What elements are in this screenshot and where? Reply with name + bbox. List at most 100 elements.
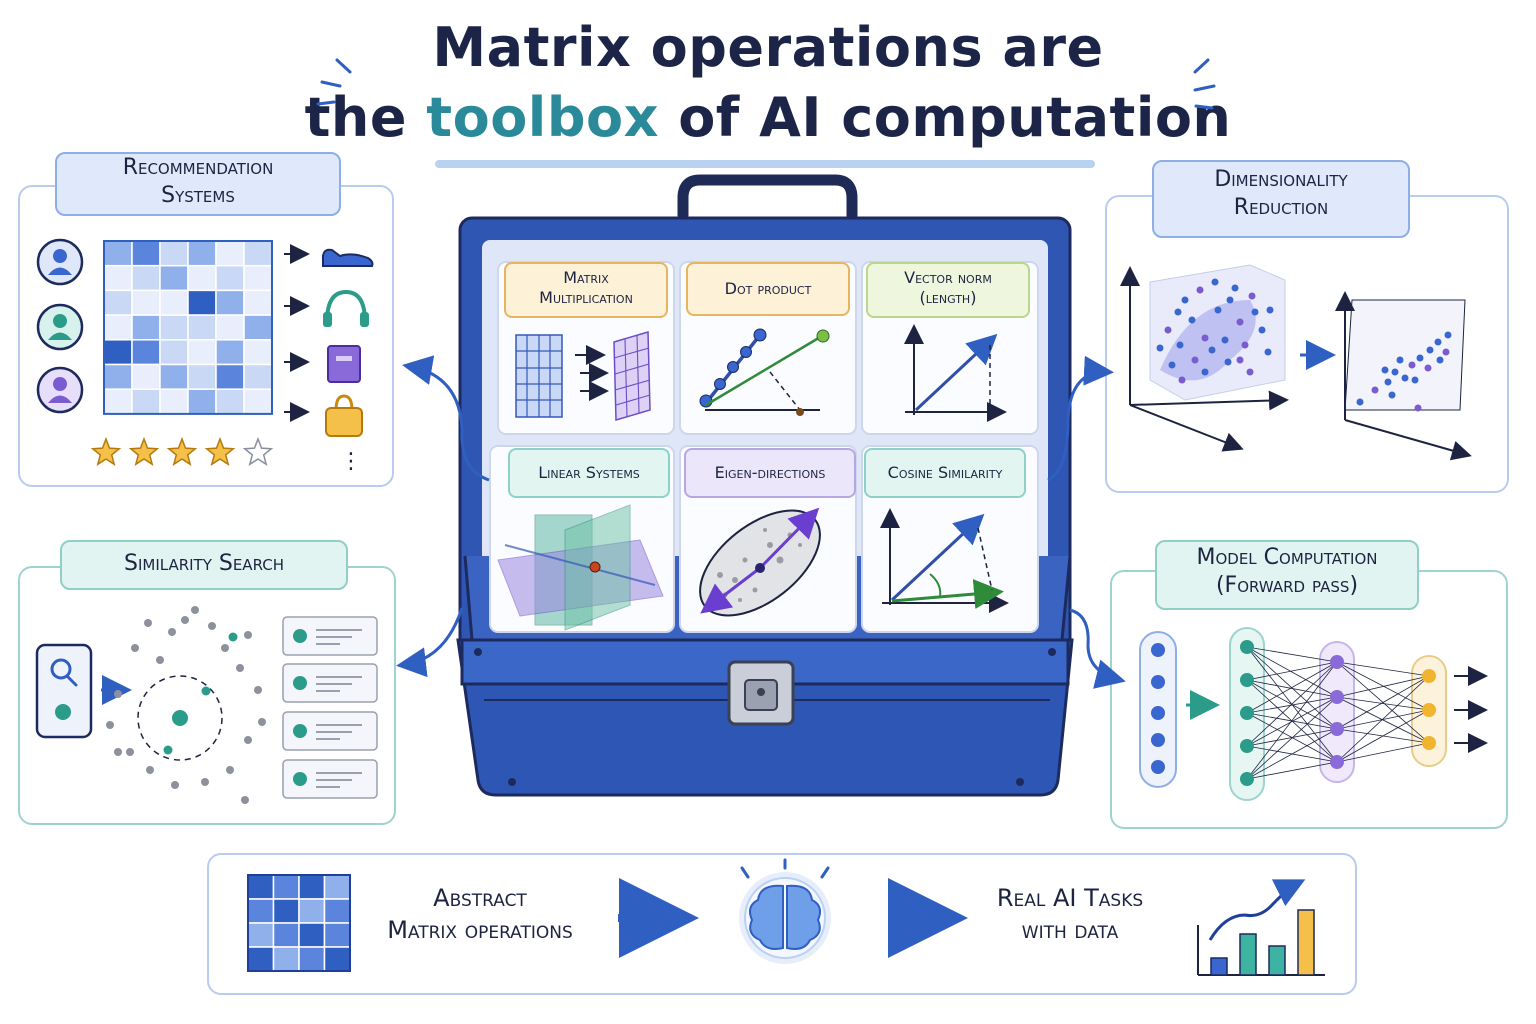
- headphones-icon: [323, 289, 369, 327]
- point: [241, 796, 249, 804]
- connection: [1336, 675, 1430, 763]
- 2d-scatter-icon: [1335, 291, 1472, 461]
- connection: [1336, 661, 1430, 711]
- matrix-cell: [103, 339, 133, 366]
- scatter-point: [1191, 356, 1199, 364]
- bottom-left-text: Abstract Matrix operations: [387, 884, 573, 944]
- connection: [1336, 742, 1430, 763]
- input-neuron: [1151, 760, 1165, 774]
- matrix-cell: [298, 874, 326, 900]
- scatter-point: [1211, 278, 1219, 286]
- matrix-cell: [159, 289, 189, 316]
- scatter-point: [1444, 331, 1452, 339]
- matrix-cell: [243, 388, 273, 415]
- matrix-cell: [103, 289, 133, 316]
- matrix-cell: [159, 314, 189, 341]
- star-filled-icon: [90, 436, 122, 466]
- matrix-cell: [103, 388, 133, 415]
- connection: [1336, 696, 1430, 744]
- matrix-cell: [215, 314, 245, 341]
- hidden-neuron: [1240, 673, 1254, 687]
- matrix-cell: [187, 314, 217, 341]
- input-neuron: [1151, 643, 1165, 657]
- more-items-icon: ⋮: [340, 449, 362, 474]
- title-sparkles: [316, 58, 1216, 110]
- neighbor-point: [228, 632, 238, 642]
- matrix-cell: [131, 314, 161, 341]
- neural-network: [1139, 627, 1488, 801]
- hidden-neuron: [1330, 722, 1344, 736]
- scatter-point: [1201, 368, 1209, 376]
- book-icon: [327, 345, 361, 383]
- scatter-point: [1391, 368, 1399, 376]
- matrix-cell: [103, 314, 133, 341]
- result-dot: [293, 724, 307, 738]
- tag-dot-product: Dot product: [686, 262, 850, 316]
- matrix-cell: [131, 289, 161, 316]
- scatter-point: [1251, 308, 1259, 316]
- scatter-point: [1164, 326, 1172, 334]
- matrix-cell: [159, 240, 189, 267]
- matrix-cell: [215, 339, 245, 366]
- scatter-point: [1442, 348, 1450, 356]
- matmul-icon: [515, 331, 651, 421]
- rating-stars: [90, 436, 274, 466]
- growth-chart-icon: [1197, 879, 1325, 976]
- 3d-scatter-points: [1156, 278, 1274, 384]
- connection: [1246, 646, 1338, 663]
- scatter-point: [1214, 306, 1222, 314]
- point: [226, 766, 234, 774]
- matrix-cell: [247, 946, 275, 972]
- scatter-point: [1236, 318, 1244, 326]
- scatter-point: [1371, 386, 1379, 394]
- scatter-point: [1381, 366, 1389, 374]
- matrix-cell: [272, 898, 300, 924]
- point: [254, 686, 262, 694]
- matrix-cell: [323, 922, 351, 948]
- star-filled-icon: [166, 436, 198, 466]
- point: [156, 656, 164, 664]
- query-point: [172, 710, 188, 726]
- tag-cosine-similarity: Cosine Similarity: [864, 448, 1026, 498]
- scatter-point: [1176, 341, 1184, 349]
- point: [201, 778, 209, 786]
- matrix-cell: [243, 240, 273, 267]
- point: [131, 644, 139, 652]
- scatter-point: [1414, 404, 1422, 412]
- point: [181, 616, 189, 624]
- title-highlight: toolbox: [426, 86, 659, 149]
- matrix-cell: [243, 264, 273, 292]
- matrix-cell: [243, 289, 273, 316]
- matrix-cell: [215, 289, 245, 316]
- matrix-cell: [247, 898, 275, 924]
- tag-vector-norm: Vector norm (length): [866, 262, 1030, 318]
- matrix-cell: [103, 264, 133, 292]
- matrix-cell: [272, 874, 300, 900]
- connection: [1336, 675, 1430, 730]
- scatter-point: [1236, 356, 1244, 364]
- scatter-point: [1224, 358, 1232, 366]
- handbag-icon: [325, 394, 363, 437]
- scatter-point: [1396, 356, 1404, 364]
- matrix-cell: [187, 339, 217, 366]
- arrow-to-similarity: [396, 607, 464, 678]
- connection: [1246, 646, 1338, 698]
- connection: [1246, 661, 1338, 747]
- matrix-cell: [215, 363, 245, 390]
- scatter-point: [1411, 376, 1419, 384]
- matrix-cell: [103, 240, 133, 267]
- embedding-points: [106, 606, 266, 804]
- point: [146, 766, 154, 774]
- output-neuron: [1422, 736, 1436, 750]
- matrix-cell: [131, 363, 161, 390]
- matrix-cell: [247, 922, 275, 948]
- scatter-point: [1388, 391, 1396, 399]
- matrix-cell: [247, 874, 275, 900]
- point: [236, 664, 244, 672]
- matrix-cell: [187, 240, 217, 267]
- cosine-similarity-icon: [880, 508, 1009, 613]
- point: [126, 748, 134, 756]
- matrix-cell: [298, 946, 326, 972]
- scatter-point: [1408, 361, 1416, 369]
- scatter-point: [1201, 334, 1209, 342]
